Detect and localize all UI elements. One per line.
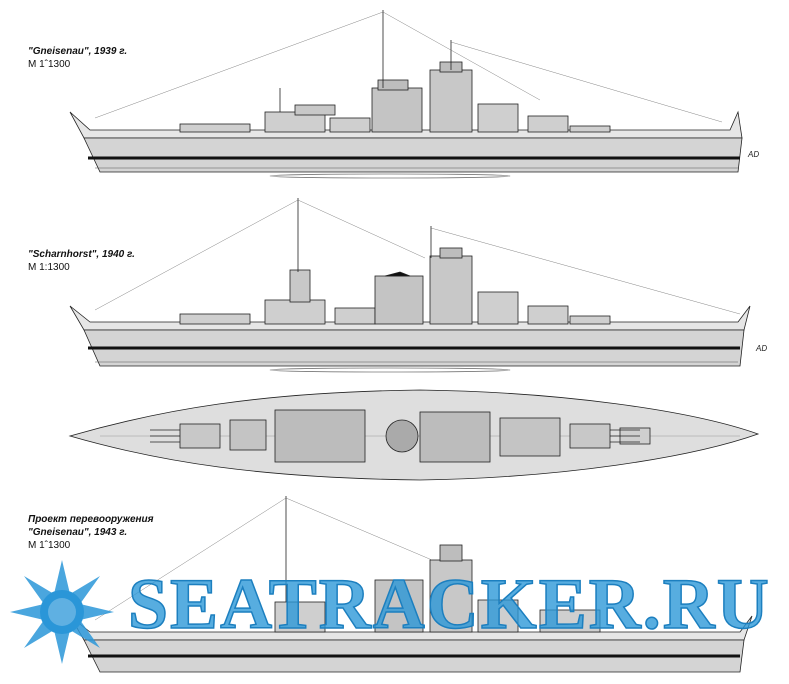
caption-title-line1: Проект перевооружения bbox=[28, 514, 154, 525]
scharnhorst-1940-profile bbox=[69, 198, 751, 373]
gneisenau-1943-project-profile bbox=[69, 496, 753, 673]
caption-title: "Scharnhorst", 1940 г. bbox=[28, 249, 135, 260]
seatracker-logo bbox=[10, 560, 114, 664]
caption-gneisenau-1943-project: Проект перевооружения "Gneisenau", 1943 … bbox=[28, 513, 154, 552]
artist-signature: AD bbox=[756, 344, 768, 353]
caption-scale: М 1ˆ1300 bbox=[28, 540, 71, 551]
scharnhorst-plan-view bbox=[68, 389, 760, 481]
gneisenau-1939-profile bbox=[69, 10, 743, 179]
caption-scale: М 1:1300 bbox=[28, 262, 70, 273]
seatracker-watermark-text: SEATRACKER.RU bbox=[127, 564, 771, 644]
artist-signature: AD bbox=[748, 150, 760, 159]
caption-scale: М 1ˆ1300 bbox=[28, 59, 71, 70]
caption-scharnhorst-1940: "Scharnhorst", 1940 г. М 1:1300 bbox=[28, 248, 135, 274]
caption-title-line2: "Gneisenau", 1943 г. bbox=[28, 527, 128, 538]
caption-title: "Gneisenau", 1939 г. bbox=[28, 46, 128, 57]
caption-gneisenau-1939: "Gneisenau", 1939 г. М 1ˆ1300 bbox=[28, 45, 127, 71]
